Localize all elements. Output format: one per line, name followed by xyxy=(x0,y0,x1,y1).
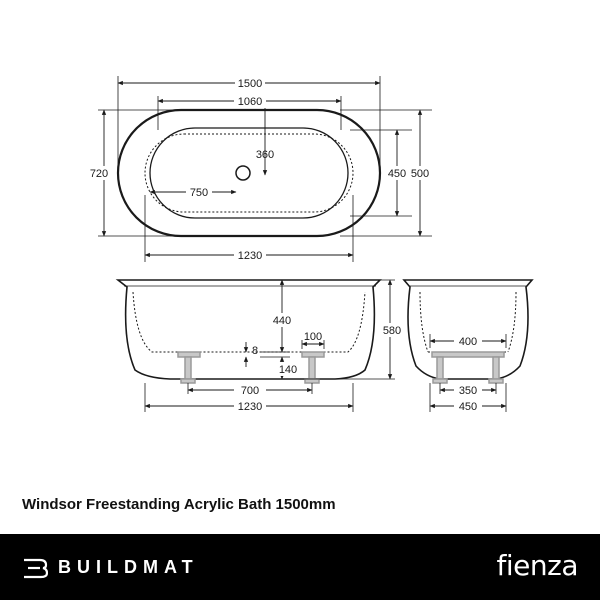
bath-end-profile xyxy=(402,279,534,380)
bath-inner-rim xyxy=(149,127,349,219)
label-overall-length: 1500 xyxy=(238,78,262,90)
label-base-length: 1230 xyxy=(238,250,262,262)
bath-internal-basin xyxy=(132,291,366,353)
label-foot-spacing: 700 xyxy=(241,385,259,397)
end-view-labels: 400 350 450 xyxy=(454,334,482,413)
label-foot-height: 140 xyxy=(279,364,297,376)
buildmat-logo-icon xyxy=(24,558,48,579)
label-depth: 440 xyxy=(273,315,291,327)
footer-bar: BUILDMAT fienza xyxy=(0,534,600,600)
label-inner-width: 450 xyxy=(388,168,406,180)
label-side-base-length: 1230 xyxy=(238,401,262,413)
label-height: 580 xyxy=(383,325,401,337)
label-outer-width: 500 xyxy=(411,168,429,180)
label-foot-width: 100 xyxy=(304,331,322,343)
label-waste-offset: 360 xyxy=(256,149,274,161)
bath-side-profile xyxy=(115,279,382,380)
label-inner-length: 1060 xyxy=(238,96,262,108)
product-title: Windsor Freestanding Acrylic Bath 1500mm xyxy=(22,496,336,513)
waste-outlet xyxy=(235,165,251,181)
end-foot-right xyxy=(488,356,504,384)
technical-drawing: 1500 1060 360 720 450 500 750 1230 xyxy=(88,76,534,413)
label-clearance: 8 xyxy=(252,345,258,357)
bath-foot-left xyxy=(177,351,201,384)
side-view-labels: 440 580 100 8 140 700 1230 xyxy=(234,313,404,413)
bath-end-inner-wall xyxy=(419,291,517,353)
label-overall-width: 720 xyxy=(90,168,108,180)
label-end-base-width: 450 xyxy=(459,401,477,413)
label-end-foot-spacing: 350 xyxy=(459,385,477,397)
buildmat-wordmark: BUILDMAT xyxy=(58,557,199,577)
fienza-wordmark: fienza xyxy=(496,549,579,582)
bath-base-outline xyxy=(144,133,354,213)
top-view-labels: 1500 1060 360 720 450 500 750 1230 xyxy=(88,76,433,262)
label-waste-position: 750 xyxy=(190,187,208,199)
label-end-inner-width: 400 xyxy=(459,336,477,348)
top-view xyxy=(98,76,432,262)
